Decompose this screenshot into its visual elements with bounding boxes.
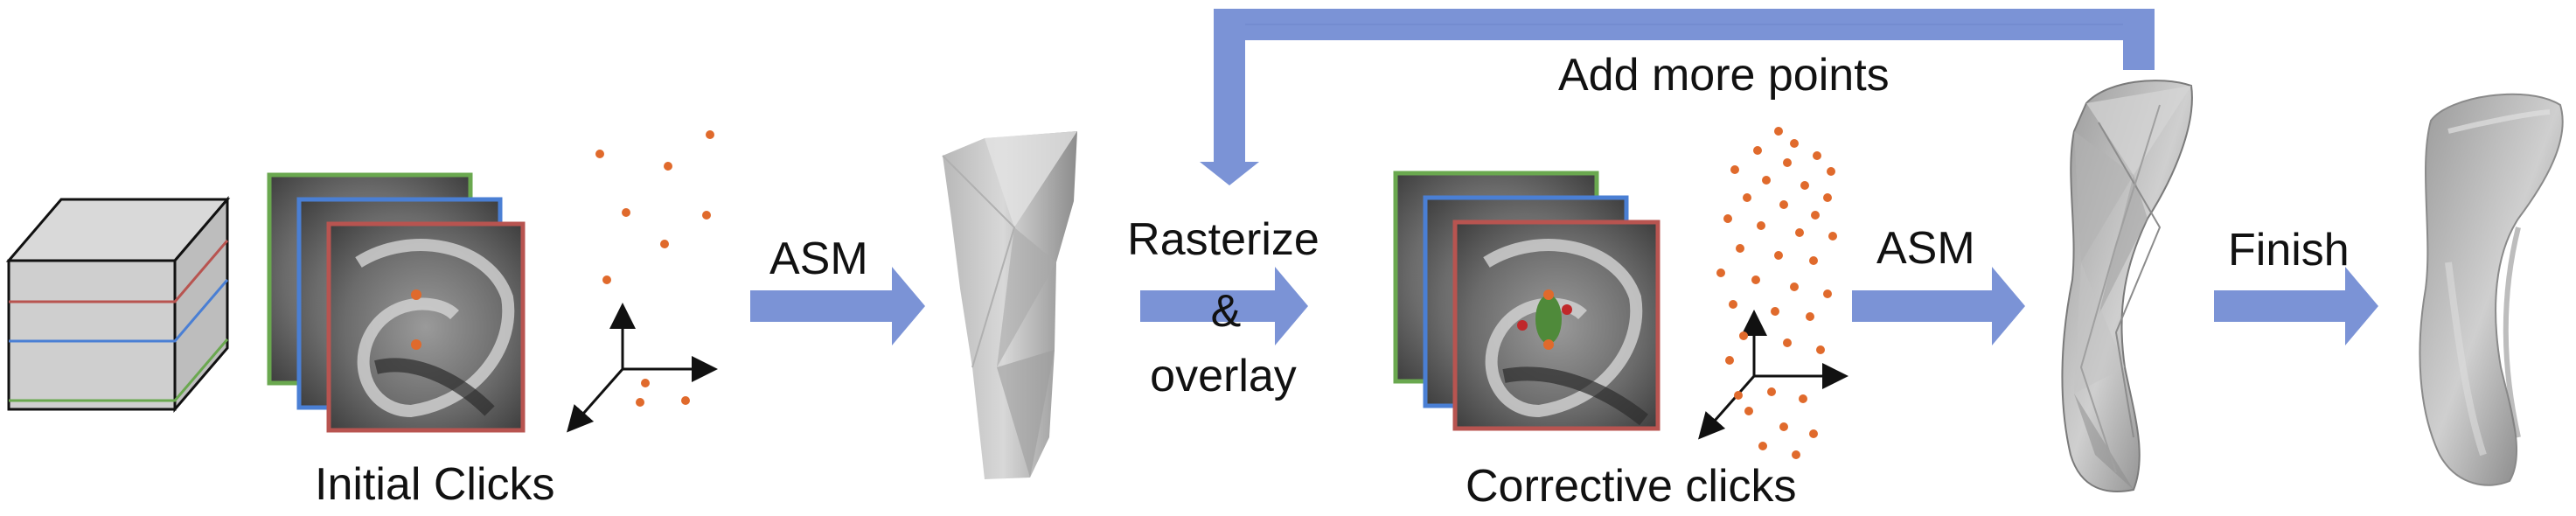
rasterize-label: Rasterize xyxy=(1127,214,1319,265)
final-mesh xyxy=(2419,93,2564,486)
asm-label-2: ASM xyxy=(1876,223,1975,274)
slice-red xyxy=(1452,220,1660,431)
finish-arrow xyxy=(2214,267,2378,345)
ampersand-label: & xyxy=(1210,286,1242,337)
slice-red xyxy=(326,221,526,433)
corrective-point xyxy=(1562,304,1572,315)
slice-line-green xyxy=(9,338,229,402)
click-point xyxy=(1543,339,1554,350)
click-point xyxy=(411,339,421,350)
refined-mesh xyxy=(2061,80,2193,492)
overlay-label: overlay xyxy=(1150,351,1297,401)
volume-cube xyxy=(5,195,231,414)
asm-arrow-1 xyxy=(750,267,925,345)
asm-arrow-2 xyxy=(1852,267,2025,345)
click-point xyxy=(411,289,421,300)
finish-label: Finish xyxy=(2228,225,2350,275)
slice-line-red xyxy=(9,240,229,303)
corrective-point xyxy=(1517,320,1528,331)
initial-slice-stack xyxy=(267,172,526,433)
add-more-points-label: Add more points xyxy=(1558,50,1890,101)
initial-point-cloud xyxy=(567,130,718,433)
initial-mesh xyxy=(942,131,1077,479)
corrective-slice-stack xyxy=(1393,171,1660,431)
corrective-point-cloud xyxy=(1698,127,1848,459)
corrective-clicks-label: Corrective clicks xyxy=(1466,461,1797,512)
initial-clicks-label: Initial Clicks xyxy=(315,459,555,510)
lesion-overlay xyxy=(1535,295,1562,344)
asm-label-1: ASM xyxy=(769,234,868,284)
slice-line-blue xyxy=(9,279,229,343)
rasterize-arrow xyxy=(1140,267,1308,345)
feedback-loop-arrow xyxy=(1200,9,2155,185)
click-point xyxy=(1543,289,1554,300)
